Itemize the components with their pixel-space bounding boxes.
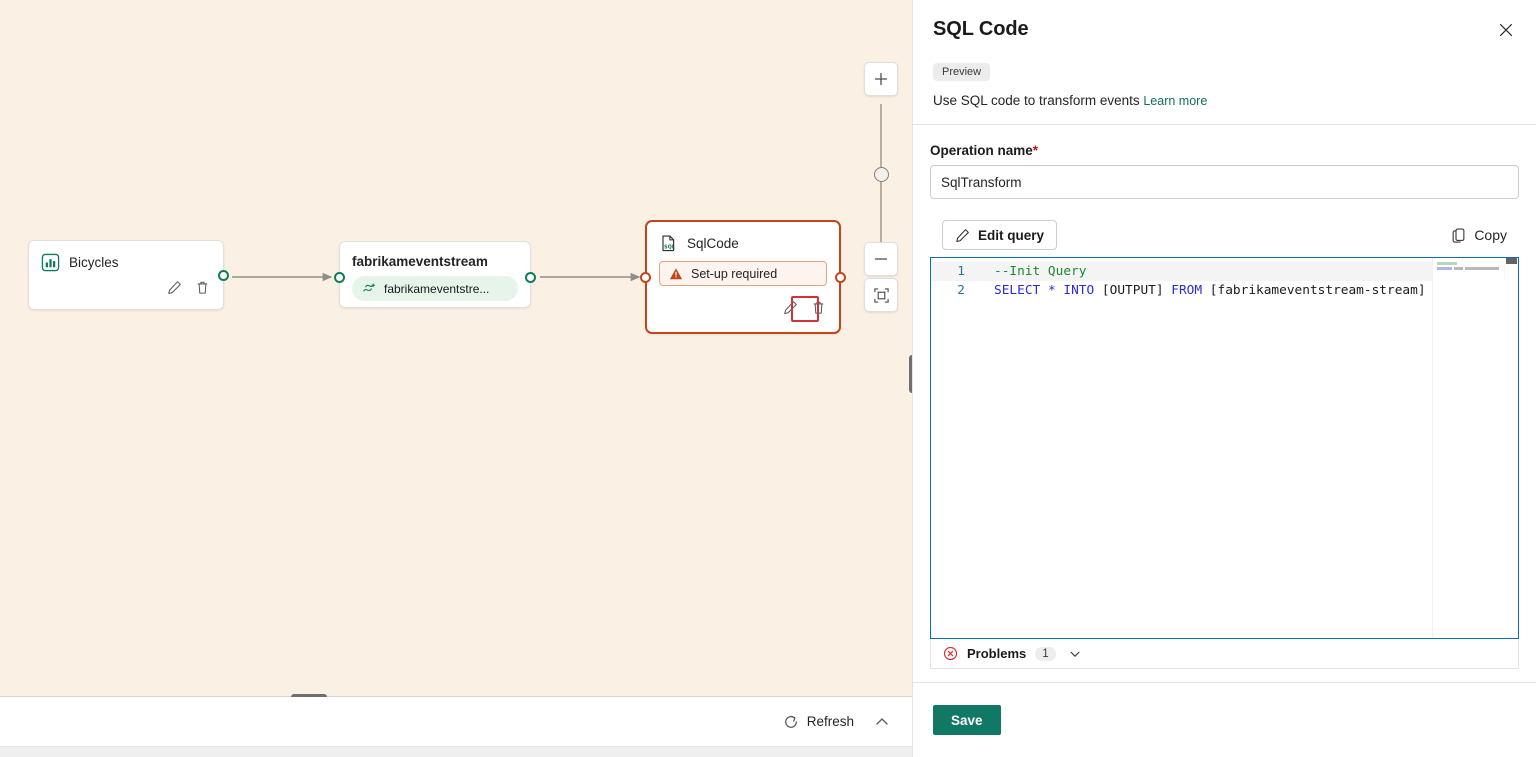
node-bicycles[interactable]: Bicycles (28, 240, 229, 310)
plus-icon (874, 72, 888, 86)
close-icon (1500, 24, 1512, 36)
node-eventstream-title: fabrikameventstream (352, 254, 488, 269)
panel-title: SQL Code (933, 17, 1029, 40)
problems-count-badge: 1 (1035, 646, 1056, 661)
minimap-line-1 (1437, 262, 1457, 265)
node-eventstream-output-port[interactable] (525, 272, 536, 283)
chevron-down-icon (1070, 651, 1080, 657)
edit-query-label: Edit query (978, 227, 1045, 243)
refresh-icon (784, 715, 797, 728)
bottom-panel-divider (0, 696, 912, 697)
minimap-line-2a (1437, 267, 1452, 270)
required-marker: * (1032, 143, 1039, 158)
node-sqlcode-title: SqlCode (687, 236, 739, 251)
minus-icon (874, 258, 888, 260)
zoom-controls (864, 62, 900, 312)
node-sqlcode-actions (647, 286, 839, 326)
node-sqlcode-header: SQL SqlCode (647, 222, 839, 253)
node-bicycles-delete-button[interactable] (191, 276, 213, 298)
bar-chart-icon (41, 253, 60, 272)
zoom-in-button[interactable] (864, 62, 898, 96)
code-text: SELECT * INTO [OUTPUT] FROM [fabrikameve… (994, 283, 1426, 298)
panel-divider (913, 124, 1536, 125)
refresh-button[interactable]: Refresh (783, 714, 854, 730)
node-eventstream-source-pill[interactable]: fabrikameventstre... (352, 276, 518, 301)
bottom-status-bar: Refresh (0, 697, 912, 747)
copy-button[interactable]: Copy (1451, 227, 1507, 244)
edit-query-button[interactable]: Edit query (942, 220, 1058, 250)
code-lines-container[interactable]: 1 --Init Query 2 SELECT * INTO [OUTPUT] FRO… (931, 262, 1518, 300)
node-eventstream-input-port[interactable] (334, 272, 345, 283)
editor-scrollbar[interactable] (1505, 258, 1518, 638)
sql-file-icon: SQL (662, 235, 675, 252)
node-eventstream-header: fabrikameventstream (340, 242, 530, 269)
minimap-line-2c (1465, 267, 1499, 270)
node-sqlcode-edit-button[interactable] (779, 296, 801, 318)
learn-more-link[interactable]: Learn more (1143, 94, 1208, 108)
node-eventstream-source-label: fabrikameventstre... (384, 281, 490, 296)
panel-description-text: Use SQL code to transform events (933, 93, 1140, 108)
node-eventstream[interactable]: fabrikameventstream fabrikameventstre... (334, 241, 536, 308)
graph-canvas[interactable]: Bicycles (0, 0, 912, 697)
pencil-icon (783, 300, 797, 314)
panel-header: SQL Code (913, 0, 1536, 58)
node-sqlcode-status-badge: Set-up required (659, 261, 827, 286)
code-line[interactable]: 1 --Init Query (931, 262, 1518, 281)
pencil-icon (167, 280, 181, 294)
stream-icon (363, 283, 376, 292)
panel-footer: Save (913, 682, 1536, 757)
zoom-slider-knob[interactable] (874, 167, 889, 182)
code-line[interactable]: 2 SELECT * INTO [OUTPUT] FROM [fabrikamev… (931, 281, 1518, 300)
node-bicycles-actions (29, 272, 223, 306)
svg-text:SQL: SQL (664, 245, 675, 251)
node-bicycles-title: Bicycles (69, 255, 119, 270)
problems-expand-button[interactable] (1065, 644, 1085, 664)
chevron-up-icon (876, 717, 888, 725)
sql-code-side-panel: SQL Code Preview Use SQL code to transfo… (912, 0, 1536, 757)
warning-triangle-icon (669, 267, 683, 279)
node-sqlcode-input-port[interactable] (640, 272, 651, 283)
node-bicycles-output-port[interactable] (218, 270, 229, 281)
trash-icon (197, 281, 207, 294)
copy-icon (1452, 228, 1465, 243)
sql-code-editor[interactable]: 1 --Init Query 2 SELECT * INTO [OUTPUT] FRO… (930, 257, 1519, 639)
zoom-out-button[interactable] (864, 242, 898, 276)
panel-body: Operation name* Edit query Copy (913, 125, 1536, 669)
editor-scrollbar-thumb[interactable] (1506, 258, 1517, 264)
node-bicycles-header: Bicycles (29, 241, 223, 272)
node-sqlcode[interactable]: SQL SqlCode Set-up required (640, 220, 846, 334)
problems-bar[interactable]: Problems 1 (930, 639, 1519, 669)
editor-minimap[interactable] (1432, 258, 1504, 638)
pencil-icon (956, 228, 969, 242)
operation-name-label-text: Operation name (930, 143, 1033, 158)
operation-name-label: Operation name* (930, 143, 1519, 158)
refresh-label: Refresh (806, 714, 854, 729)
bottom-strip (0, 747, 912, 757)
query-toolbar: Edit query Copy (930, 213, 1519, 257)
panel-subheader: Preview Use SQL code to transform events… (913, 58, 1536, 124)
node-sqlcode-status-label: Set-up required (691, 266, 778, 281)
problems-label: Problems (967, 646, 1027, 661)
collapse-panel-button[interactable] (870, 710, 894, 734)
copy-label: Copy (1474, 227, 1507, 243)
line-number: 2 (957, 283, 965, 298)
canvas-area: Bicycles (0, 0, 916, 757)
save-button[interactable]: Save (933, 705, 1001, 735)
line-number: 1 (957, 264, 965, 279)
close-panel-button[interactable] (1492, 16, 1520, 44)
node-sqlcode-delete-button[interactable] (807, 296, 829, 318)
fit-to-screen-button[interactable] (864, 278, 898, 312)
trash-icon (813, 301, 823, 314)
node-sqlcode-output-port[interactable] (835, 272, 846, 283)
edges-layer (232, 272, 641, 282)
code-text: --Init Query (994, 264, 1087, 279)
preview-badge: Preview (933, 63, 991, 81)
minimap-line-2b (1454, 267, 1463, 270)
fit-screen-icon (873, 287, 889, 303)
panel-description: Use SQL code to transform events Learn m… (933, 93, 1516, 108)
node-bicycles-edit-button[interactable] (163, 276, 185, 298)
operation-name-input[interactable] (930, 165, 1519, 199)
error-circle-icon (943, 646, 958, 661)
